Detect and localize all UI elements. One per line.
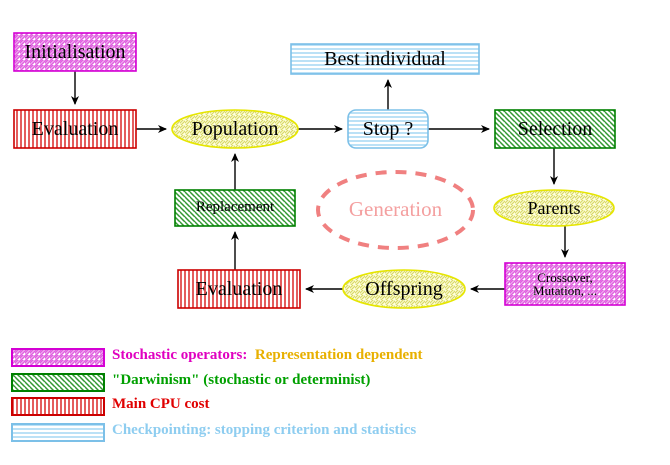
node-shape-offspring[interactable] <box>342 269 466 309</box>
legend-row-checkpoint: Checkpointing: stopping criterion and st… <box>112 422 416 439</box>
node-shape-evaluation_bottom[interactable] <box>177 269 301 309</box>
node-shape-crossover[interactable] <box>504 262 626 306</box>
legend-swatch-darwinism <box>11 373 105 392</box>
legend-label-primary-stochastic: Stochastic operators: <box>112 347 248 363</box>
node-shape-best_individual[interactable] <box>290 43 480 75</box>
node-shape-population[interactable] <box>171 109 299 149</box>
legend-swatch-checkpoint <box>11 423 105 442</box>
node-shape-stop[interactable] <box>347 109 429 149</box>
node-shape-parents[interactable] <box>493 189 615 227</box>
legend-row-stochastic: Stochastic operators: Representation dep… <box>112 347 423 364</box>
legend-row-darwinism: "Darwinism" (stochastic or determinist) <box>112 372 370 389</box>
legend-row-cpu: Main CPU cost <box>112 396 210 413</box>
node-shape-initialisation[interactable] <box>13 32 137 72</box>
edges-group <box>71 71 569 293</box>
legend-label-secondary-stochastic: Representation dependent <box>247 347 423 363</box>
legend-label-primary-cpu: Main CPU cost <box>112 396 210 412</box>
node-shape-generation[interactable] <box>316 170 475 250</box>
node-shape-selection[interactable] <box>494 109 616 149</box>
node-shape-evaluation_top[interactable] <box>13 109 137 149</box>
nodes-group <box>11 32 626 442</box>
legend-label-primary-darwinism: "Darwinism" (stochastic or determinist) <box>112 372 371 388</box>
legend-swatch-cpu <box>11 397 105 416</box>
legend-label-primary-checkpoint: Checkpointing: stopping criterion and st… <box>112 422 417 438</box>
legend-swatch-stochastic <box>11 348 105 367</box>
node-shape-replacement[interactable] <box>174 189 296 227</box>
